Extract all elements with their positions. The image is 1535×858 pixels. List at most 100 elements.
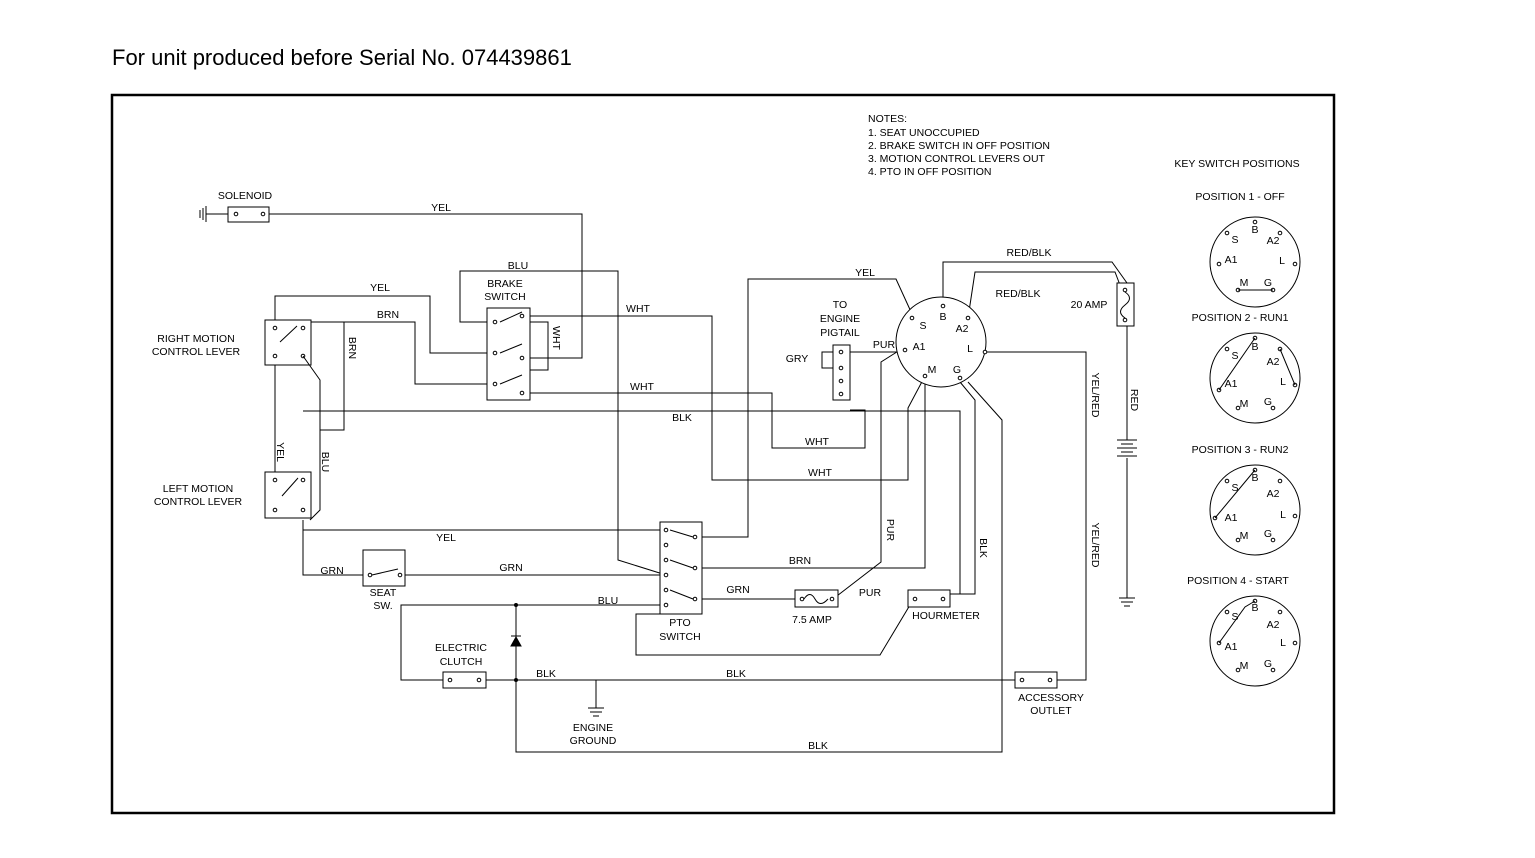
fuse-20-amp: 20 AMP (1071, 282, 1135, 327)
wire-label: YEL/RED (1089, 373, 1101, 418)
wire-label: BLK (808, 740, 828, 752)
key-terminal-a2: A2 (956, 323, 969, 335)
brake-switch-label: BRAKE (487, 278, 523, 290)
engine-ground: ENGINE GROUND (570, 707, 617, 747)
terminal-a1: A1 (1225, 641, 1238, 653)
engine-pigtail: TO ENGINE PIGTAIL (820, 299, 860, 401)
wire-label: PUR (884, 519, 896, 542)
wire-yel-solenoid (263, 213, 583, 359)
terminal-m: M (1240, 660, 1249, 672)
wire-blu-lower (400, 604, 666, 681)
wire-brn-upper (300, 321, 495, 385)
wire-blu-top (459, 270, 667, 576)
terminal-m: M (1240, 398, 1249, 410)
terminal-l: L (1280, 637, 1286, 649)
wire-label: GRN (320, 565, 343, 577)
wire-label: BLU (319, 452, 331, 472)
pto-switch: PTO SWITCH (659, 521, 703, 643)
key-terminal-a1: A1 (913, 341, 926, 353)
notes-heading: NOTES: (868, 113, 907, 125)
wire-label: RED/BLK (1007, 247, 1052, 259)
wire-label: PUR (873, 339, 896, 351)
accessory-outlet: ACCESSORY OUTLET (1014, 671, 1084, 717)
wire-label: WHT (630, 381, 654, 393)
wire-blu-vertical (309, 430, 321, 521)
terminal-l: L (1280, 376, 1286, 388)
wire-yel-key (695, 278, 913, 538)
terminal-a1: A1 (1225, 378, 1238, 390)
note-item: 2. BRAKE SWITCH IN OFF POSITION (868, 140, 1050, 152)
wire-brn-vertical (308, 321, 345, 431)
wire-label: YEL (274, 442, 286, 462)
wire-yel-upper (274, 295, 495, 358)
wire-label: RED (1128, 389, 1140, 412)
seat-switch: SEAT SW. (362, 549, 406, 612)
wire-label: WHT (805, 436, 829, 448)
solenoid-label: SOLENOID (218, 190, 273, 202)
right-lever-label: RIGHT MOTION (157, 333, 234, 345)
page-title: For unit produced before Serial No. 0744… (112, 45, 572, 70)
key-position-label: POSITION 2 - RUN1 (1192, 312, 1289, 324)
left-lever-label: CONTROL LEVER (154, 496, 243, 508)
wire-label: YEL (855, 267, 875, 279)
diagram-frame (110, 93, 1336, 815)
wire-grn-left (302, 520, 370, 576)
key-position-1: POSITION 1 - OFF S B A2 A1 L M G (1195, 191, 1301, 308)
wire-label: BLK (536, 668, 556, 680)
terminal-b: B (1251, 602, 1258, 614)
wire-pur-fuse (832, 349, 901, 600)
electric-clutch-label: ELECTRIC (435, 642, 487, 654)
wire-label: GRN (726, 584, 749, 596)
note-item: 4. PTO IN OFF POSITION (868, 166, 992, 178)
notes: NOTES: 1. SEAT UNOCCUPIED 2. BRAKE SWITC… (868, 113, 1050, 178)
key-position-2: POSITION 2 - RUN1 S B A2 A1 L M G (1192, 312, 1301, 424)
wires (199, 206, 1128, 753)
engine-ground-label: ENGINE (573, 722, 613, 734)
fuse-7-5-amp-label: 7.5 AMP (792, 614, 832, 626)
electric-clutch-label: CLUTCH (440, 656, 483, 668)
terminal-b: B (1251, 341, 1258, 353)
wire-label: RED/BLK (996, 288, 1041, 300)
accessory-outlet-label: OUTLET (1030, 705, 1072, 717)
wire-label: YEL/RED (1089, 523, 1101, 568)
key-position-4: POSITION 4 - START S B A2 A1 L M G (1187, 575, 1301, 687)
right-motion-control-lever: RIGHT MOTION CONTROL LEVER (152, 319, 321, 430)
key-terminal-m: M (928, 364, 937, 376)
wire-diode (515, 381, 1003, 753)
right-lever-label: CONTROL LEVER (152, 346, 241, 358)
wire-gry (821, 351, 840, 369)
terminal-b: B (1251, 224, 1258, 236)
key-terminal-g: G (953, 364, 961, 376)
wire-label: BRN (377, 309, 399, 321)
wire-label: GRY (786, 353, 809, 365)
key-switch: S B A2 A1 L M G (895, 296, 988, 388)
engine-pigtail-label: PIGTAIL (820, 327, 860, 339)
key-terminal-l: L (967, 343, 973, 355)
wire-blk-vertical (945, 381, 976, 595)
engine-pigtail-label: ENGINE (820, 313, 860, 325)
wire-wht-upper (527, 315, 926, 481)
terminal-a2: A2 (1267, 356, 1280, 368)
key-terminal-b: B (939, 311, 946, 323)
wire-label: YEL (431, 202, 451, 214)
electric-clutch: ELECTRIC CLUTCH (435, 642, 487, 689)
terminal-g: G (1264, 277, 1272, 289)
engine-ground-label: GROUND (570, 735, 617, 747)
wire-wht-brake (527, 321, 549, 371)
wire-label: BLK (726, 668, 746, 680)
terminal-s: S (1231, 611, 1238, 623)
wire-label: BRN (789, 555, 811, 567)
terminal-g: G (1264, 658, 1272, 670)
wire-label: WHT (626, 303, 650, 315)
note-item: 1. SEAT UNOCCUPIED (868, 127, 980, 139)
wire-hourmeter (635, 599, 914, 656)
brake-switch: BRAKE SWITCH (484, 278, 531, 401)
wire-label: BLU (598, 595, 618, 607)
seat-switch-label: SW. (373, 600, 392, 612)
key-positions-heading: KEY SWITCH POSITIONS (1174, 158, 1299, 170)
brake-switch-label: SWITCH (484, 291, 525, 303)
wire-label: YEL (370, 282, 390, 294)
terminal-s: S (1231, 234, 1238, 246)
wire-red-blk-1 (942, 261, 1128, 306)
seat-switch-label: SEAT (370, 587, 397, 599)
